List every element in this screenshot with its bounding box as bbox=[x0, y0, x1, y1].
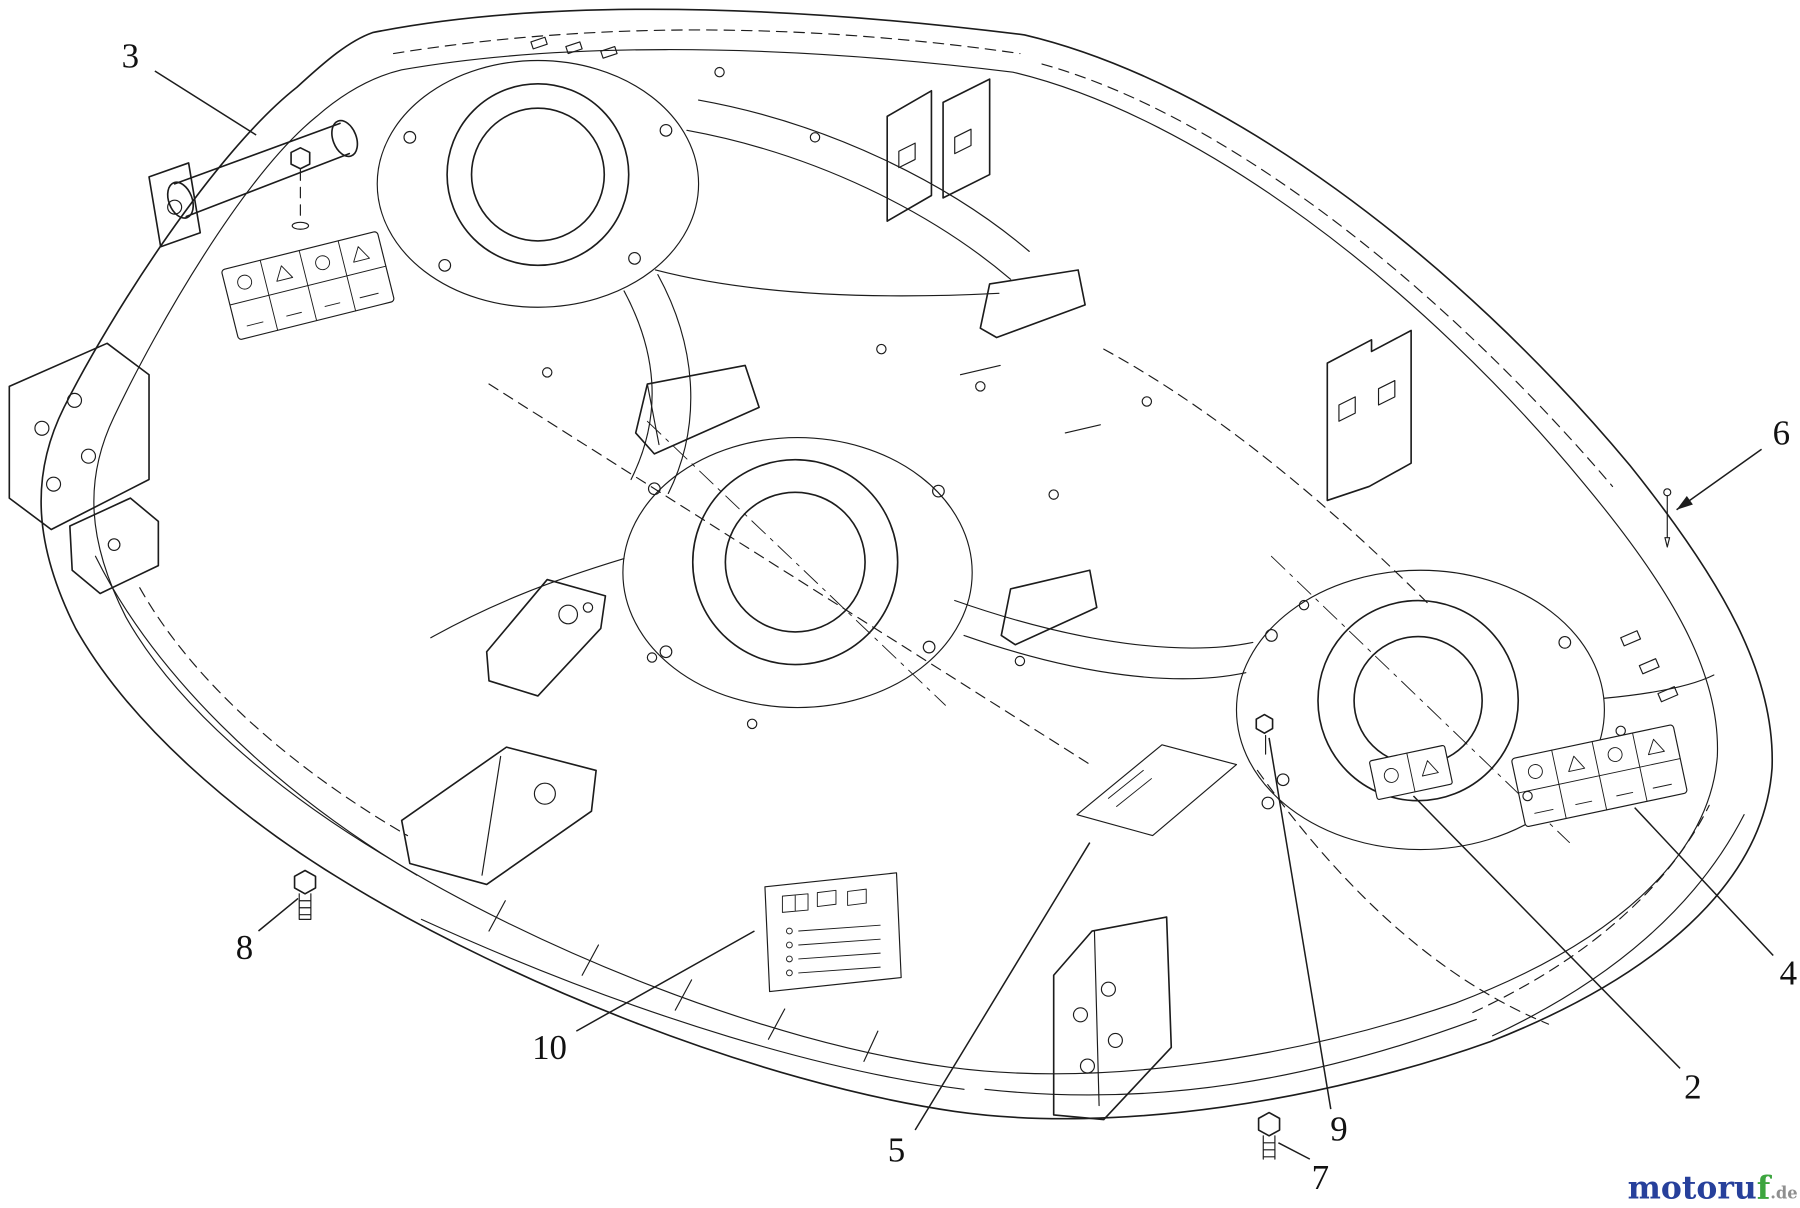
info-decal bbox=[764, 872, 902, 993]
callout-8: 8 bbox=[236, 928, 253, 967]
warning-decal-right bbox=[1511, 724, 1688, 828]
bolt-item-8 bbox=[293, 869, 317, 895]
leader-line-3 bbox=[154, 70, 257, 136]
callout-layer: 3 6 8 10 5 79 2 4 bbox=[122, 36, 1797, 1197]
bolt-item-7 bbox=[1257, 1111, 1281, 1137]
leader-line-7 bbox=[1278, 1142, 1311, 1160]
callout-6: 6 bbox=[1773, 413, 1790, 452]
logo-text-de: .de bbox=[1770, 1184, 1797, 1203]
blank-decal bbox=[1076, 744, 1238, 837]
leader-line-2 bbox=[1412, 795, 1681, 1069]
deck-body bbox=[40, 8, 1773, 1120]
warning-decal-left bbox=[221, 231, 395, 340]
leader-line-5 bbox=[914, 842, 1091, 1131]
callout-2: 2 bbox=[1684, 1067, 1701, 1106]
leader-line-10 bbox=[575, 930, 755, 1032]
spindle-opening-left bbox=[376, 59, 700, 308]
leader-line-9 bbox=[1268, 737, 1332, 1110]
pin-item-6 bbox=[1664, 495, 1671, 548]
callout-7: 7 bbox=[1312, 1158, 1329, 1197]
callout-4: 4 bbox=[1780, 953, 1797, 992]
motoruf-logo: motoruf.de bbox=[1628, 1170, 1798, 1207]
callout-3: 3 bbox=[122, 36, 139, 75]
callout-10: 10 bbox=[532, 1028, 567, 1067]
spindle-opening-middle bbox=[622, 420, 973, 709]
surface-holes bbox=[530, 36, 1679, 802]
leader-line-8 bbox=[257, 897, 299, 932]
roller-assembly bbox=[148, 119, 359, 248]
mounting-brackets bbox=[8, 78, 1412, 1121]
callout-5: 5 bbox=[888, 1130, 905, 1169]
logo-text-main: motoru bbox=[1628, 1170, 1757, 1207]
leader-line-6 bbox=[1676, 448, 1763, 511]
callout-9: 9 bbox=[1330, 1109, 1347, 1148]
warning-decal-small bbox=[1369, 744, 1453, 800]
bolt-item-9 bbox=[1255, 713, 1274, 734]
leader-arrowhead-6 bbox=[1676, 496, 1693, 510]
logo-text-f: f bbox=[1757, 1170, 1773, 1207]
leader-line-4 bbox=[1634, 807, 1774, 956]
fasteners bbox=[293, 488, 1672, 1160]
